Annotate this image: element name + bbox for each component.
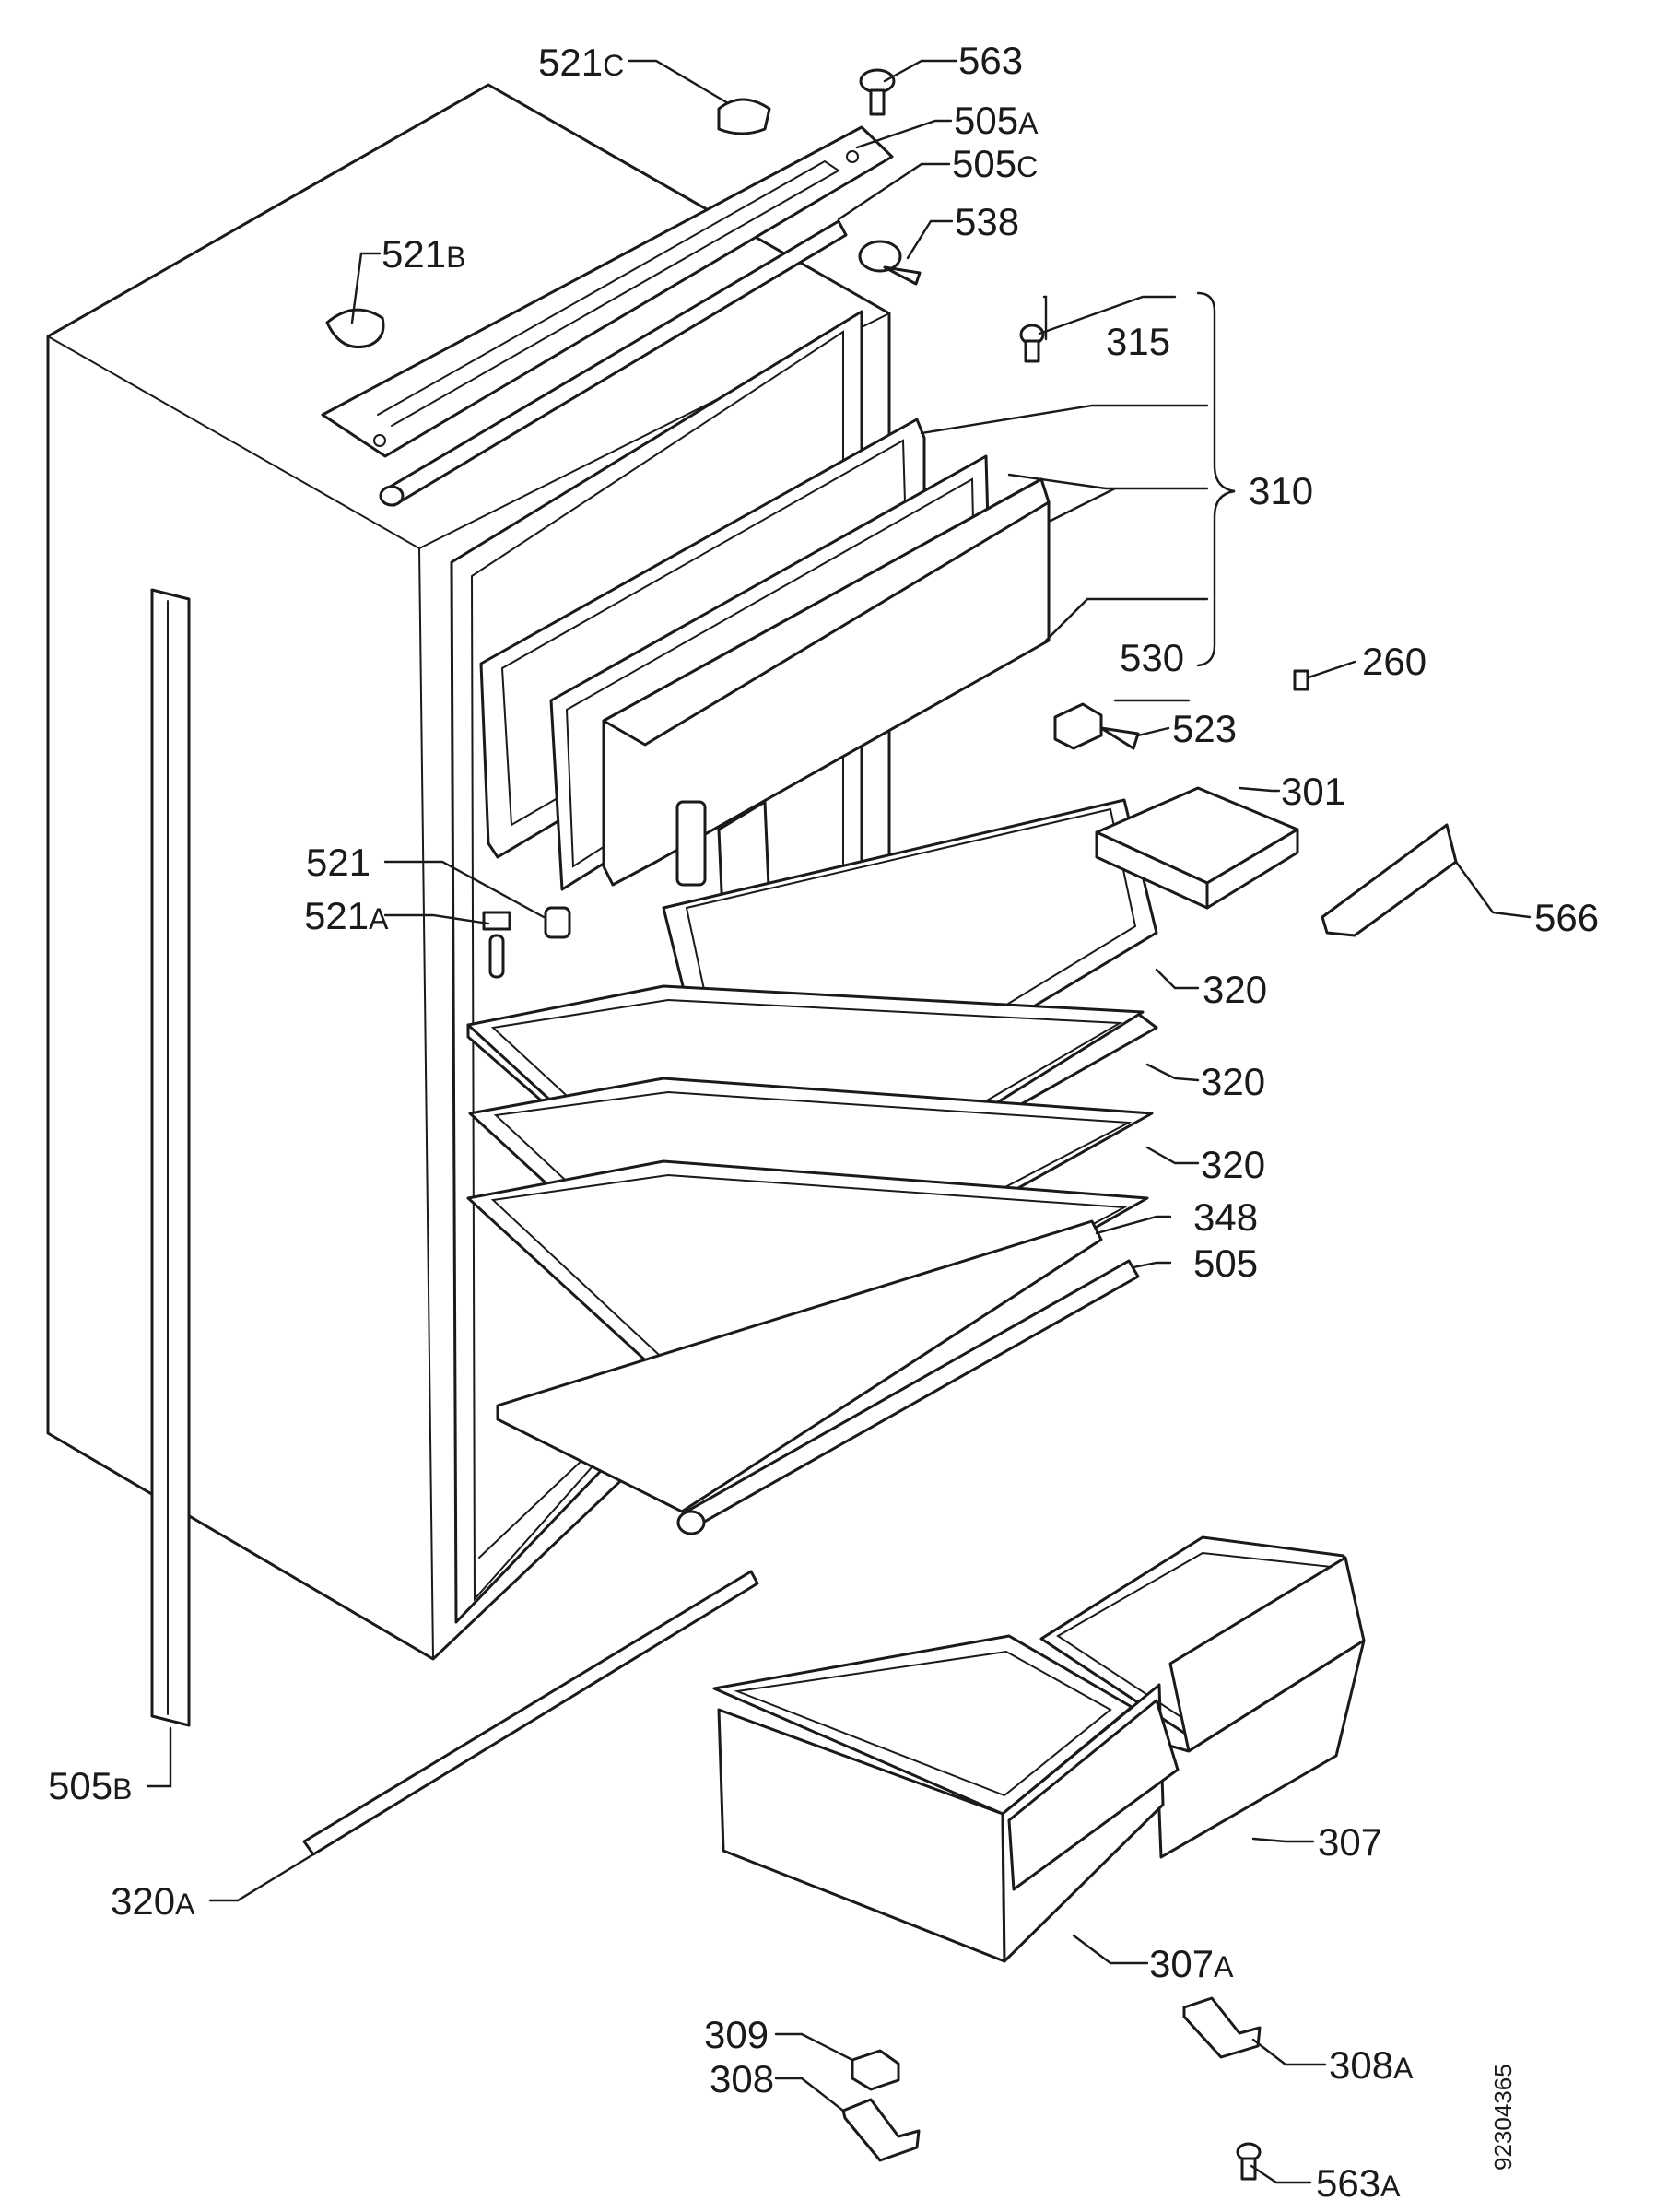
scraper-566 (1321, 823, 1458, 937)
label-309: 309 (704, 2013, 769, 2056)
door-assembly-310 (479, 418, 1051, 935)
label-320a: 320A (111, 1879, 195, 1923)
clip-260 (1293, 669, 1309, 691)
bracket-310 (1196, 291, 1236, 667)
label-521c: 521C (538, 41, 624, 84)
holder-523 (1053, 702, 1140, 750)
label-310: 310 (1249, 469, 1313, 512)
screw-563a (1236, 2142, 1262, 2181)
label-521: 521 (306, 841, 370, 884)
shelf-320-bottom (466, 1159, 1149, 1438)
document-number: 92304365 (1489, 2064, 1517, 2171)
cap-309 (851, 2049, 900, 2091)
label-566: 566 (1534, 896, 1599, 939)
cap-521c (717, 98, 771, 135)
part-labels: 521C 563 505A 505C 538 521B 315 310 530 … (48, 39, 1599, 2205)
label-563: 563 (958, 39, 1023, 82)
label-315: 315 (1106, 320, 1170, 363)
label-505c: 505C (952, 142, 1038, 185)
rail-320a (302, 1570, 759, 1856)
label-307: 307 (1318, 1820, 1382, 1864)
label-301: 301 (1281, 770, 1345, 813)
hinge-308a (1182, 1996, 1262, 2059)
lamp-cover-521 (544, 906, 571, 939)
label-320-top: 320 (1203, 968, 1267, 1011)
top-plate-505a (321, 125, 894, 458)
label-563a: 563A (1316, 2161, 1401, 2205)
label-521b: 521B (382, 232, 465, 276)
label-505b: 505B (48, 1764, 132, 1807)
label-523: 523 (1172, 707, 1237, 750)
ice-tray-301 (1095, 786, 1299, 910)
leader-lines (146, 59, 1532, 2184)
bin-307a (712, 1634, 1180, 1963)
seal-505 (676, 1259, 1140, 1535)
label-521a: 521A (304, 894, 389, 937)
glass-plate-348 (496, 1219, 1103, 1513)
label-320-middle: 320 (1201, 1060, 1265, 1103)
top-seal-505c (379, 219, 848, 507)
label-308a: 308A (1329, 2043, 1414, 2087)
label-308: 308 (710, 2057, 774, 2100)
gasket-strip-505b (150, 588, 191, 1727)
label-505a: 505A (954, 99, 1039, 142)
pin-315 (1019, 324, 1045, 363)
label-505: 505 (1193, 1241, 1258, 1285)
label-538: 538 (955, 200, 1019, 243)
lamp-521a (482, 911, 511, 979)
hinge-308 (841, 2098, 921, 2162)
bracket-538 (858, 240, 922, 286)
label-260: 260 (1362, 640, 1427, 683)
label-307a: 307A (1149, 1942, 1234, 1985)
label-530: 530 (1120, 636, 1184, 679)
label-348: 348 (1193, 1195, 1258, 1239)
bin-307 (1039, 1535, 1366, 1859)
screw-563 (859, 68, 896, 116)
label-320-bottom: 320 (1201, 1143, 1265, 1186)
